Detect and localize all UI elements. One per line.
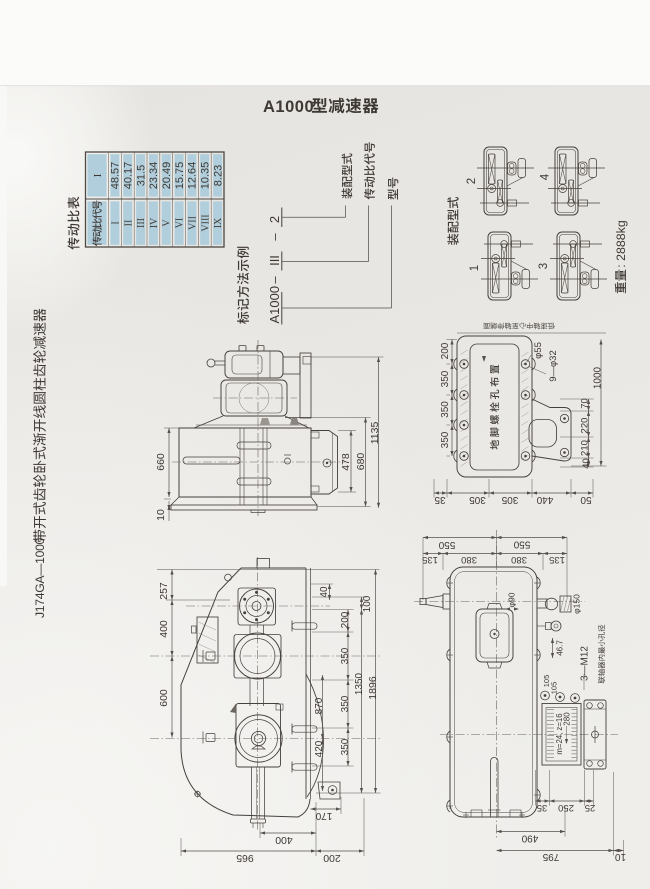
svg-text:350: 350 [440,431,451,448]
svg-text:680: 680 [355,453,367,471]
svg-text:J174GA—1000: J174GA—1000 [33,537,47,618]
svg-text:50: 50 [580,494,592,505]
svg-text:VII: VII [187,216,198,230]
svg-text:105: 105 [542,675,551,688]
svg-text:12.64: 12.64 [187,162,199,190]
svg-text:70: 70 [579,398,590,409]
svg-text:965: 965 [236,852,254,864]
svg-text:3—M12: 3—M12 [580,646,591,681]
svg-text:20.49: 20.49 [161,162,173,190]
svg-text:400: 400 [275,834,293,846]
svg-text:IX: IX [213,217,224,228]
svg-text:420: 420 [314,740,325,757]
svg-text:220: 220 [579,418,590,434]
svg-text:400: 400 [158,620,170,638]
svg-text:380: 380 [511,554,527,565]
svg-text:350: 350 [340,647,351,664]
svg-text:40: 40 [319,586,330,598]
svg-text:350: 350 [440,370,451,387]
svg-text:A1000: A1000 [263,98,314,116]
svg-text:250: 250 [558,802,574,813]
svg-text:25: 25 [585,802,596,813]
svg-text:550: 550 [438,539,455,550]
svg-text:φ90: φ90 [507,592,517,607]
svg-text:2: 2 [267,216,282,223]
svg-text:10: 10 [615,851,627,862]
svg-text:I: I [92,173,104,177]
svg-text:478: 478 [340,453,352,471]
svg-text:210: 210 [579,440,590,456]
svg-text:φ150: φ150 [572,594,582,614]
svg-text:135: 135 [549,554,565,565]
svg-text:350: 350 [340,695,351,712]
svg-text:φ55: φ55 [533,342,544,359]
svg-text:48.57: 48.57 [110,162,122,190]
svg-text:VIII: VIII [200,214,211,231]
svg-text:380: 380 [461,554,477,565]
svg-text:257: 257 [158,582,170,600]
svg-text:100: 100 [362,595,373,612]
svg-text:40.17: 40.17 [123,162,135,190]
svg-text:490: 490 [521,833,538,844]
svg-text:4: 4 [540,173,552,180]
svg-text:35: 35 [434,494,446,505]
svg-text:III: III [267,255,282,266]
svg-text:1000: 1000 [593,366,604,389]
svg-text:–: – [267,233,282,241]
svg-text:305: 305 [469,494,486,505]
svg-text:V: V [162,219,173,227]
svg-text:9—φ32: 9—φ32 [548,350,559,382]
svg-text:280: 280 [562,712,571,726]
svg-text:III: III [136,218,147,228]
svg-text:40: 40 [581,458,592,469]
svg-text:2: 2 [466,178,478,184]
svg-text:200: 200 [440,342,451,359]
svg-text:m=24, z=16: m=24, z=16 [555,713,564,754]
svg-text:660: 660 [155,453,167,471]
svg-text:46.7: 46.7 [555,640,564,656]
svg-text:I: I [110,221,121,224]
svg-text:10: 10 [155,509,167,521]
svg-text:1: 1 [469,265,481,271]
svg-text:135: 135 [422,554,438,565]
svg-text:870: 870 [314,697,325,714]
svg-text:305: 305 [501,494,518,505]
svg-text:1135: 1135 [369,422,381,445]
svg-text:350: 350 [340,738,351,755]
svg-text:440: 440 [536,494,553,505]
svg-text:VI: VI [175,218,186,229]
svg-text:350: 350 [440,401,451,418]
svg-text:600: 600 [158,689,170,707]
svg-text:550: 550 [513,539,530,550]
svg-text:200: 200 [323,852,341,864]
svg-text:105: 105 [550,682,559,695]
svg-text:170: 170 [315,810,332,821]
svg-text:A1000: A1000 [267,286,282,324]
svg-text:35: 35 [537,802,548,813]
svg-text:23.34: 23.34 [148,162,160,190]
svg-text:1896: 1896 [367,676,379,700]
svg-text:3: 3 [538,263,550,269]
svg-text:II: II [123,220,134,227]
svg-text:8.23: 8.23 [212,165,224,186]
svg-text:200: 200 [340,611,351,628]
svg-text:10.35: 10.35 [200,162,212,190]
svg-text:795: 795 [542,851,559,862]
svg-text:1350: 1350 [354,672,365,695]
svg-text:15.75: 15.75 [174,162,186,190]
svg-text:31.5: 31.5 [135,165,147,186]
svg-text:: 2888kg: : 2888kg [614,220,628,268]
svg-text:IV: IV [149,217,160,228]
svg-text:–: – [267,276,282,284]
